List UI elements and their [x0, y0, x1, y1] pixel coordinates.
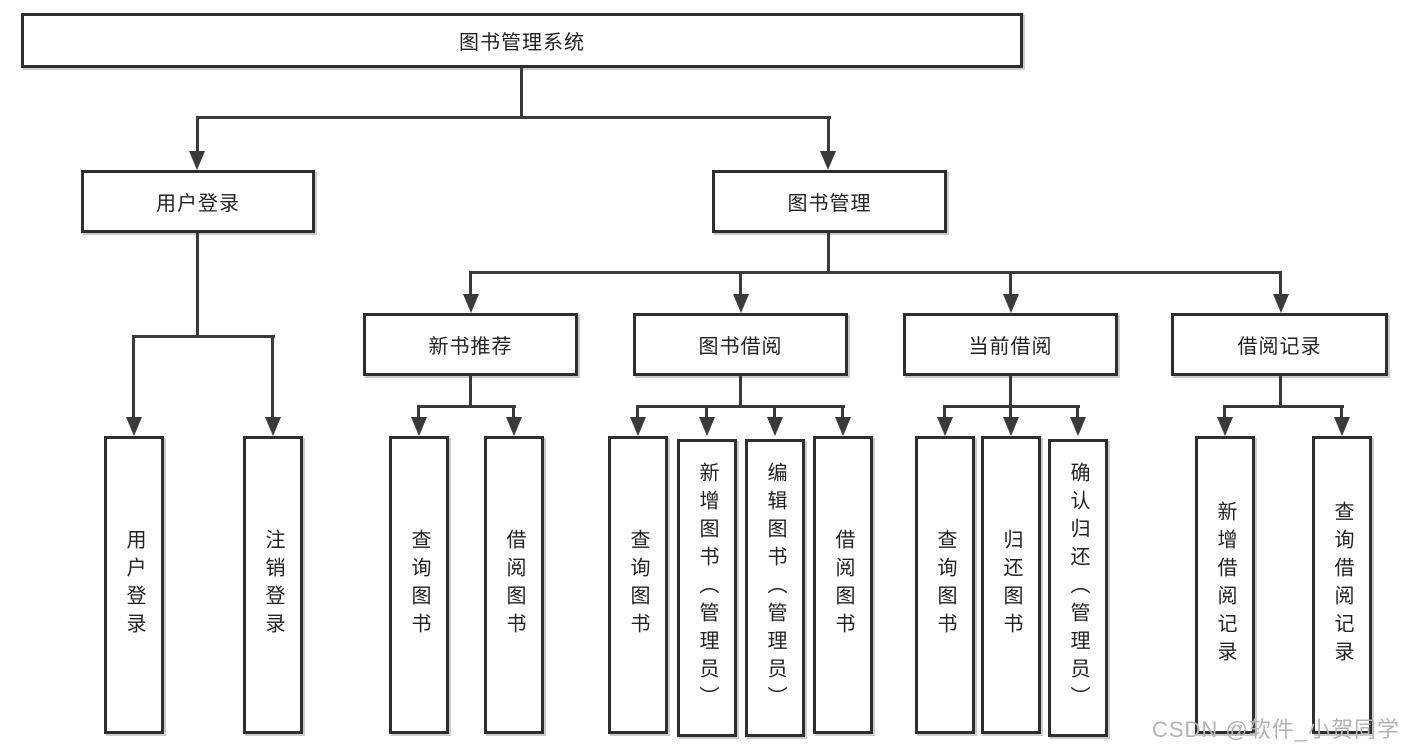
leaf-borrow-borrow-books-label: 借阅图书: [832, 529, 854, 641]
arrowhead-down-br-query: [1334, 417, 1350, 436]
node-current-borrow: 当前借阅: [903, 313, 1118, 376]
leaf-borrow-add-books-admin: 新增图书（管理员）: [677, 439, 737, 737]
node-root-label: 图书管理系统: [459, 32, 585, 54]
leaf-current-query-books-label: 查询图书: [934, 529, 956, 641]
node-book-borrow-label: 图书借阅: [698, 336, 783, 358]
leaf-current-return-books: 归还图书: [981, 436, 1041, 734]
arrowhead-down-new-book-rec: [463, 294, 479, 313]
node-new-book-rec-label: 新书推荐: [428, 336, 513, 358]
node-user-login-label: 用户登录: [156, 193, 240, 215]
arrowhead-down-br-add: [1217, 417, 1233, 436]
leaf-current-confirm-return-admin-label: 确认归还（管理员）: [1067, 462, 1089, 714]
leaf-records-add-record: 新增借阅记录: [1195, 436, 1255, 734]
arrowhead-down-cb-query: [937, 417, 953, 436]
leaf-logout: 注销登录: [243, 436, 303, 734]
connector-drop-bb-query: [636, 405, 639, 420]
node-book-mgmt-label: 图书管理: [787, 193, 872, 215]
leaf-records-query-record: 查询借阅记录: [1312, 436, 1372, 734]
connector-new-book-rec-hline: [417, 405, 516, 408]
node-borrow-records-label: 借阅记录: [1237, 336, 1322, 358]
connector-drop-new-book-rec: [469, 271, 472, 296]
node-user-login: 用户登录: [81, 170, 315, 233]
leaf-borrow-query-books: 查询图书: [608, 436, 668, 734]
csdn-watermark: CSDN @软件_小贺同学: [1151, 717, 1400, 742]
leaf-records-query-record-label: 查询借阅记录: [1331, 501, 1353, 669]
connector-drop-leaf-login: [132, 335, 135, 419]
arrowhead-down-nb-query: [411, 417, 427, 436]
leaf-borrow-query-books-label: 查询图书: [627, 529, 649, 641]
connector-drop-nb-borrow: [512, 405, 515, 420]
leaf-newrec-query-books-label: 查询图书: [408, 529, 430, 641]
arrowhead-down-current-borrow: [1003, 294, 1019, 313]
connector-drop-bb-edit: [773, 405, 776, 420]
connector-drop-bb-borrow: [841, 405, 844, 420]
arrowhead-down-user-login: [189, 151, 205, 170]
connector-drop-cb-return: [1009, 405, 1012, 420]
connector-drop-current-borrow: [1009, 271, 1012, 296]
arrowhead-down-cb-return: [1003, 417, 1019, 436]
connector-book-borrow-vline: [739, 376, 742, 408]
node-book-mgmt: 图书管理: [712, 170, 947, 233]
leaf-borrow-borrow-books: 借阅图书: [813, 436, 873, 734]
node-book-borrow: 图书借阅: [633, 313, 848, 376]
connector-drop-br-query: [1340, 405, 1343, 420]
arrowhead-down-book-mgmt: [820, 151, 836, 170]
leaf-borrow-edit-books-admin-label: 编辑图书（管理员）: [764, 462, 786, 714]
connector-current-borrow-vline: [1009, 376, 1012, 408]
connector-drop-borrow-records: [1279, 271, 1282, 296]
connector-user-login-vline: [196, 233, 199, 338]
connector-drop-nb-query: [417, 405, 420, 420]
arrowhead-down-bb-query: [630, 417, 646, 436]
connector-borrow-records-hline: [1223, 405, 1344, 408]
arrowhead-down-bb-add: [699, 417, 715, 436]
connector-drop-book-mgmt: [827, 116, 830, 154]
connector-book-borrow-hline: [636, 405, 845, 408]
leaf-newrec-borrow-books: 借阅图书: [484, 436, 544, 734]
connector-drop-cb-confirm: [1076, 405, 1079, 420]
arrowhead-down-bb-edit: [767, 417, 783, 436]
arrowhead-down-leaf-logout: [265, 417, 281, 436]
connector-root-vline: [520, 68, 523, 119]
leaf-logout-label: 注销登录: [262, 529, 284, 641]
leaf-borrow-add-books-admin-label: 新增图书（管理员）: [696, 462, 718, 714]
arrowhead-down-leaf-login: [126, 417, 142, 436]
arrowhead-down-nb-borrow: [506, 417, 522, 436]
connector-new-book-rec-vline: [469, 376, 472, 408]
leaf-newrec-query-books: 查询图书: [389, 436, 449, 734]
node-new-book-rec: 新书推荐: [363, 313, 578, 376]
leaf-user-login-label: 用户登录: [123, 529, 145, 641]
connector-drop-br-add: [1223, 405, 1226, 420]
connector-root-hline: [196, 116, 831, 119]
leaf-current-query-books: 查询图书: [915, 436, 975, 734]
connector-drop-cb-query: [943, 405, 946, 420]
arrowhead-down-borrow-records: [1273, 294, 1289, 313]
connector-drop-book-borrow: [739, 271, 742, 296]
leaf-user-login: 用户登录: [104, 436, 164, 734]
connector-drop-bb-add: [705, 405, 708, 420]
connector-borrow-records-vline: [1279, 376, 1282, 408]
connector-drop-leaf-logout: [271, 335, 274, 419]
connector-drop-user-login: [196, 116, 199, 154]
leaf-current-confirm-return-admin: 确认归还（管理员）: [1048, 439, 1108, 737]
node-borrow-records: 借阅记录: [1171, 313, 1388, 376]
leaf-current-return-books-label: 归还图书: [1000, 529, 1022, 641]
leaf-records-add-record-label: 新增借阅记录: [1214, 501, 1236, 669]
leaf-newrec-borrow-books-label: 借阅图书: [503, 529, 525, 641]
node-current-borrow-label: 当前借阅: [968, 336, 1053, 358]
connector-book-mgmt-vline: [827, 233, 830, 274]
leaf-borrow-edit-books-admin: 编辑图书（管理员）: [745, 439, 805, 737]
arrowhead-down-bb-borrow: [835, 417, 851, 436]
node-root: 图书管理系统: [21, 13, 1023, 68]
connector-user-login-hline: [132, 335, 275, 338]
arrowhead-down-book-borrow: [733, 294, 749, 313]
connector-book-mgmt-hline: [469, 271, 1282, 274]
arrowhead-down-cb-confirm: [1070, 417, 1086, 436]
